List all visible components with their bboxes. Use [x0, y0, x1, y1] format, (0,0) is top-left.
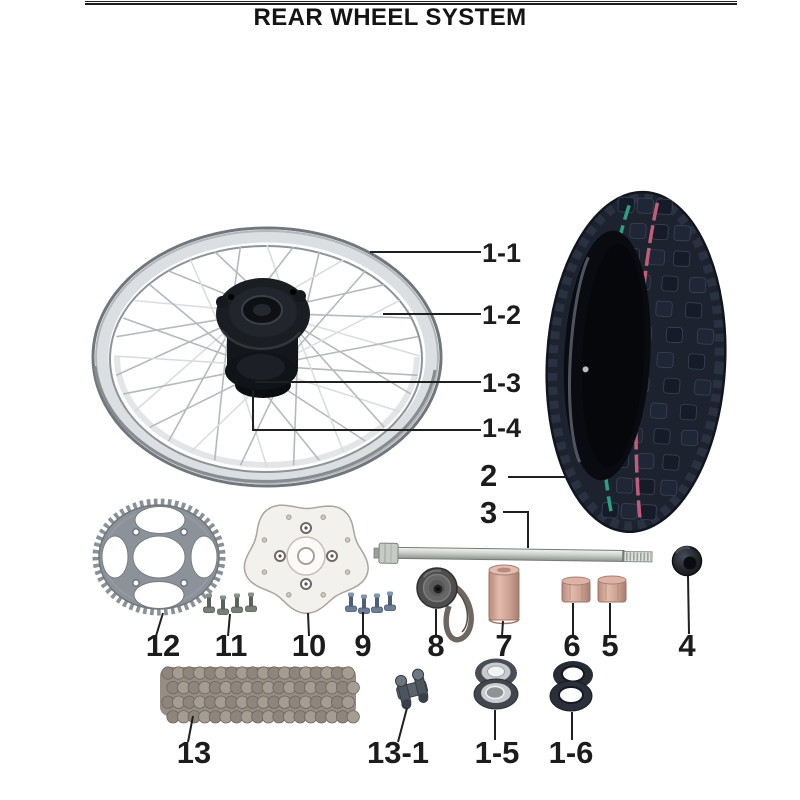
callout-label-seals: 1-6 — [548, 735, 594, 770]
leader-master-link — [397, 707, 408, 743]
callout-label-bearings: 1-5 — [474, 735, 520, 770]
leader-axle-nut — [687, 575, 690, 635]
axle-nut — [671, 545, 703, 577]
belt-roller — [416, 567, 474, 643]
callout-label-master-link: 13-1 — [366, 735, 430, 770]
leader-spacer — [501, 620, 504, 637]
bushing-short — [597, 575, 627, 603]
rim-depth-edge — [93, 365, 437, 483]
wheel-bearings — [473, 658, 519, 710]
sprocket-screws — [203, 592, 257, 615]
sprocket — [92, 498, 226, 616]
callout-label-bushing-long: 6 — [563, 628, 581, 663]
axle-spacer — [488, 564, 520, 625]
callout-label-rim: 1-1 — [482, 238, 522, 268]
wheel-photo — [91, 226, 443, 488]
title-rule — [85, 1, 737, 5]
bushing-long — [561, 576, 591, 603]
callout-label-spacer: 7 — [495, 628, 513, 663]
callout-label-bushing-short: 5 — [601, 628, 619, 663]
callout-label-axle-nut: 4 — [678, 628, 696, 663]
brake-disc — [243, 504, 369, 614]
chain-links — [161, 666, 360, 724]
callout-label-hub: 1-3 — [482, 368, 522, 398]
leader-hub-core — [252, 390, 481, 431]
chain — [160, 666, 360, 724]
tire-knob-edge — [546, 191, 726, 533]
callout-label-tire: 2 — [480, 458, 498, 493]
wheel-hub — [216, 278, 310, 398]
oil-seals — [549, 661, 593, 712]
brake-disc-details — [261, 514, 351, 598]
callout-label-spokes: 1-2 — [482, 300, 522, 330]
callout-label-axle: 3 — [480, 495, 498, 530]
callout-label-chain: 13 — [176, 735, 212, 770]
leader-chain — [187, 715, 194, 743]
callout-label-brake-disc: 10 — [291, 628, 327, 663]
callout-label-belt-roller: 8 — [427, 628, 445, 663]
tire-photo — [545, 190, 727, 534]
chain-master-link — [395, 668, 429, 710]
callout-label-sprocket: 12 — [145, 628, 181, 663]
leader-sprocket — [155, 612, 164, 637]
leader-axle — [503, 511, 529, 548]
callout-label-disc-screws: 9 — [354, 628, 372, 663]
disc-screws — [345, 591, 396, 614]
callout-label-sprocket-screws: 11 — [214, 628, 248, 663]
callout-label-hub-core: 1-4 — [482, 413, 522, 443]
leader-sprocket-screws — [227, 613, 231, 637]
leader-brake-disc — [307, 612, 310, 637]
axle — [373, 542, 653, 564]
leader-lines — [155, 251, 690, 743]
page-title: REAR WHEEL SYSTEM — [253, 4, 527, 31]
